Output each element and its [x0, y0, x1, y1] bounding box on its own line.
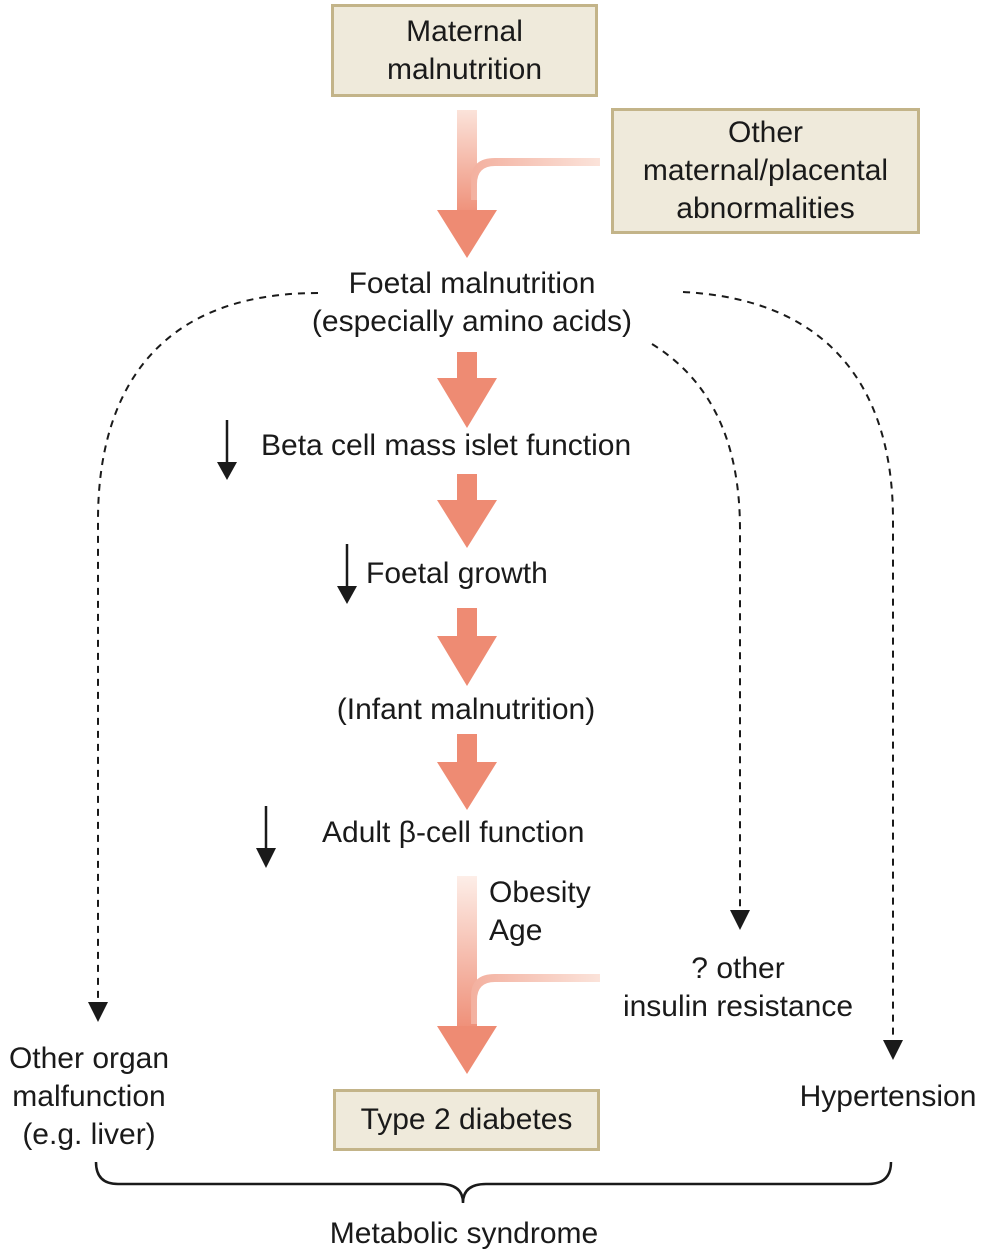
- node-text: Metabolic syndrome: [329, 1217, 599, 1250]
- node-hypertension: Hypertension: [788, 1078, 988, 1116]
- arrow-growth-to-infant: [437, 608, 497, 686]
- node-foetal-growth: Foetal growth: [366, 555, 548, 593]
- node-text: Type 2 diabetes: [360, 1103, 573, 1136]
- node-text: Foetal growth: [366, 557, 548, 590]
- node-beta-cell-mass: Beta cell mass islet function: [261, 427, 631, 465]
- node-obesity-age: Obesity Age: [489, 874, 591, 950]
- metabolic-syndrome-brace: [94, 1161, 893, 1204]
- node-text: maternal/placental: [642, 154, 889, 187]
- node-maternal-malnutrition: Maternal malnutrition: [331, 4, 598, 97]
- arrow-infant-to-adult: [437, 734, 497, 810]
- node-text: Hypertension: [799, 1080, 977, 1113]
- node-text: (especially amino acids): [311, 305, 633, 338]
- arrow-foetal-to-beta: [437, 352, 497, 428]
- node-other-maternal-placental-abnormalities: Other maternal/placental abnormalities: [611, 108, 920, 234]
- node-other-insulin-resistance: ? other insulin resistance: [600, 950, 876, 1026]
- node-type2-diabetes: Type 2 diabetes: [333, 1089, 600, 1151]
- node-text: Foetal malnutrition: [348, 267, 596, 300]
- arrow-beta-to-growth: [437, 474, 497, 548]
- node-foetal-malnutrition: Foetal malnutrition (especially amino ac…: [272, 265, 672, 341]
- node-metabolic-syndrome: Metabolic syndrome: [264, 1215, 664, 1253]
- node-text: Other: [727, 116, 804, 149]
- node-text: Adult β-cell function: [322, 816, 585, 849]
- decrease-arrow-icon: [337, 544, 357, 604]
- node-text: malnutrition: [386, 52, 543, 86]
- decrease-arrow-icon: [217, 420, 237, 480]
- node-text: (e.g. liver): [22, 1118, 156, 1151]
- node-text: (Infant malnutrition): [336, 693, 596, 726]
- node-text: malfunction: [12, 1080, 166, 1113]
- node-other-organ-malfunction: Other organ malfunction (e.g. liver): [0, 1040, 178, 1154]
- arrow-adult-to-diabetes: [437, 876, 600, 1074]
- node-text: Other organ: [8, 1042, 170, 1075]
- node-text: Maternal: [406, 14, 523, 48]
- node-text: abnormalities: [676, 192, 855, 225]
- node-text: Beta cell mass islet function: [261, 429, 632, 462]
- node-text: Age: [489, 914, 543, 947]
- node-text: insulin resistance: [622, 990, 854, 1023]
- dashed-arrow-to-hypertension: [682, 291, 903, 1060]
- node-text: ? other: [691, 952, 785, 985]
- node-text: Obesity: [489, 876, 591, 909]
- node-adult-beta-cell-function: Adult β-cell function: [322, 814, 584, 852]
- decrease-arrow-icon: [256, 806, 276, 868]
- dashed-arrow-to-insulin-resistance: [651, 343, 750, 930]
- node-infant-malnutrition: (Infant malnutrition): [300, 691, 632, 729]
- dashed-arrow-to-other-organ: [88, 292, 319, 1022]
- arrow-maternal-to-foetal: [437, 110, 600, 258]
